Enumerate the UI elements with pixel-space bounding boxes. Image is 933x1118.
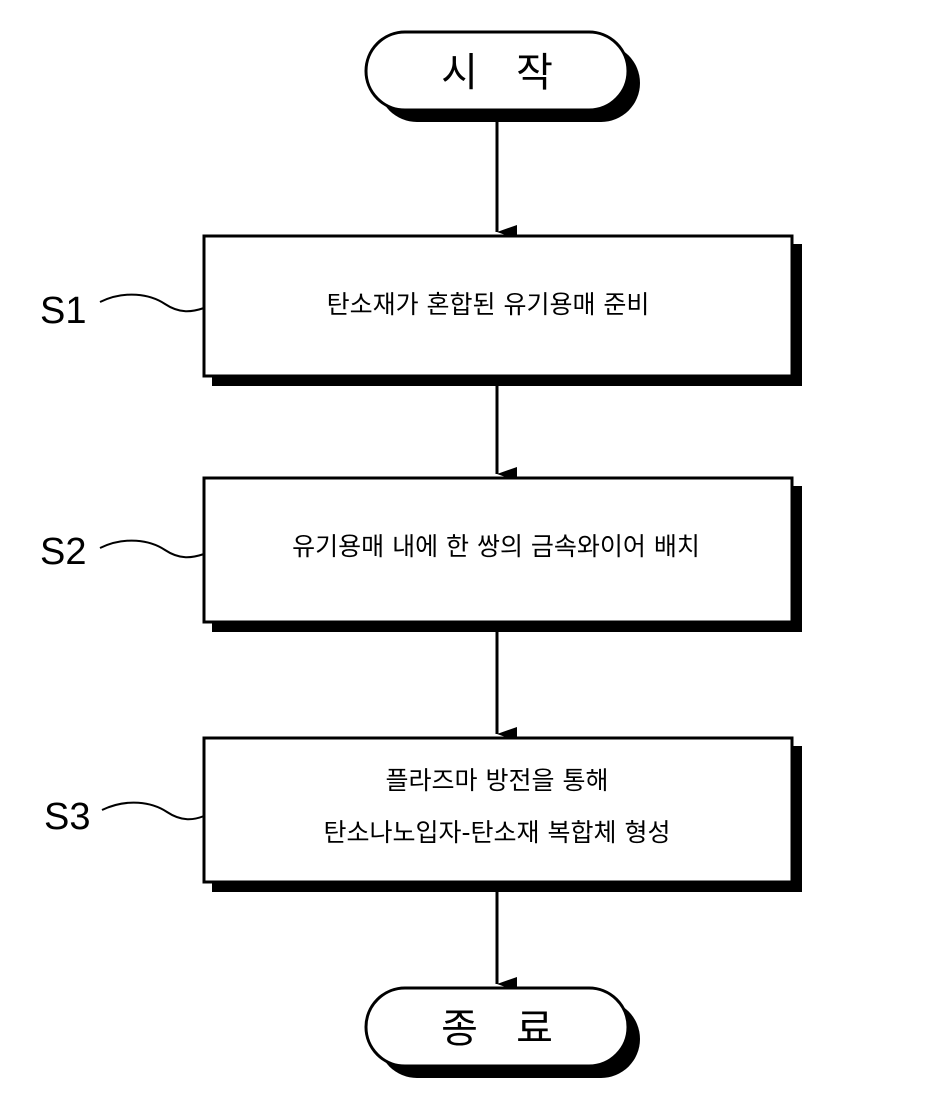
leader-line-s1	[99, 293, 205, 313]
step-text-s2-line1: 유기용매 내에 한 쌍의 금속와이어 배치	[292, 532, 700, 561]
step-label-s2: S2	[40, 531, 205, 573]
start-label: 시 작	[441, 50, 553, 96]
step-id-s1: S1	[40, 290, 86, 332]
step-label-s1: S1	[40, 290, 205, 332]
step-label-s3: S3	[44, 796, 205, 838]
start-terminal: 시 작	[364, 30, 640, 122]
step-text-s3-line2: 탄소나노입자-탄소재 복합체 형성	[324, 818, 671, 847]
step-text-s3-line1: 플라즈마 방전을 통해	[386, 766, 609, 795]
step-text-s1-line1: 탄소재가 혼합된 유기용매 준비	[327, 290, 650, 319]
step-box-s1: 탄소재가 혼합된 유기용매 준비	[202, 234, 802, 386]
step-box-s3: 플라즈마 방전을 통해 탄소나노입자-탄소재 복합체 형성	[202, 736, 802, 892]
leader-line-s3	[101, 801, 205, 821]
end-terminal: 종 료	[364, 986, 640, 1078]
step-box-s2: 유기용매 내에 한 쌍의 금속와이어 배치	[202, 476, 802, 632]
leader-line-s2	[99, 539, 205, 559]
step-id-s3: S3	[44, 796, 90, 838]
end-label: 종 료	[441, 1006, 553, 1052]
step-id-s2: S2	[40, 531, 86, 573]
